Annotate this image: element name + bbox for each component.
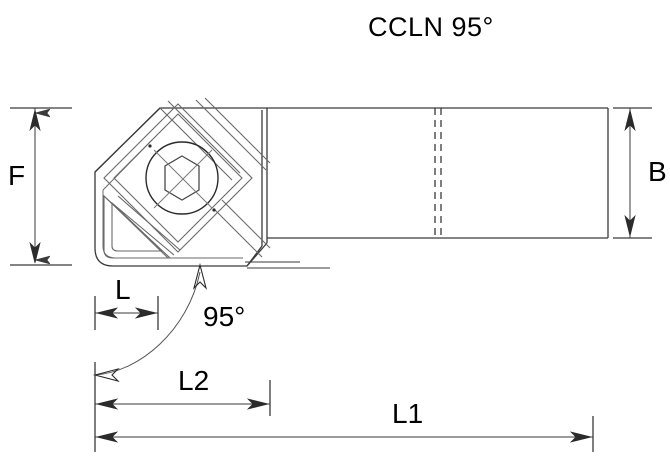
dimension-label-B: B [648, 156, 667, 187]
insert-pocket-triangle [103, 194, 181, 259]
drawing-title: CCLN 95° [368, 12, 494, 42]
dimension-B [613, 107, 652, 239]
dimension-label-F: F [8, 160, 26, 191]
angle-label-95: 95° [203, 301, 246, 332]
tool-shank [261, 107, 609, 246]
shank-break-lines [434, 108, 442, 238]
tool-head-outline [94, 107, 268, 267]
head-base-ledge [245, 261, 330, 269]
clamp-screw [145, 141, 219, 215]
dimension-L [94, 296, 159, 330]
dimension-L1 [94, 416, 594, 452]
dimension-L2 [94, 362, 271, 416]
dimension-label-L: L [115, 274, 131, 305]
dimension-label-L1: L1 [392, 398, 424, 429]
angle-leader-arc [92, 262, 208, 383]
dimension-label-L2: L2 [178, 365, 210, 396]
insert-clamp-assembly [103, 97, 271, 258]
dimension-F [10, 107, 72, 266]
